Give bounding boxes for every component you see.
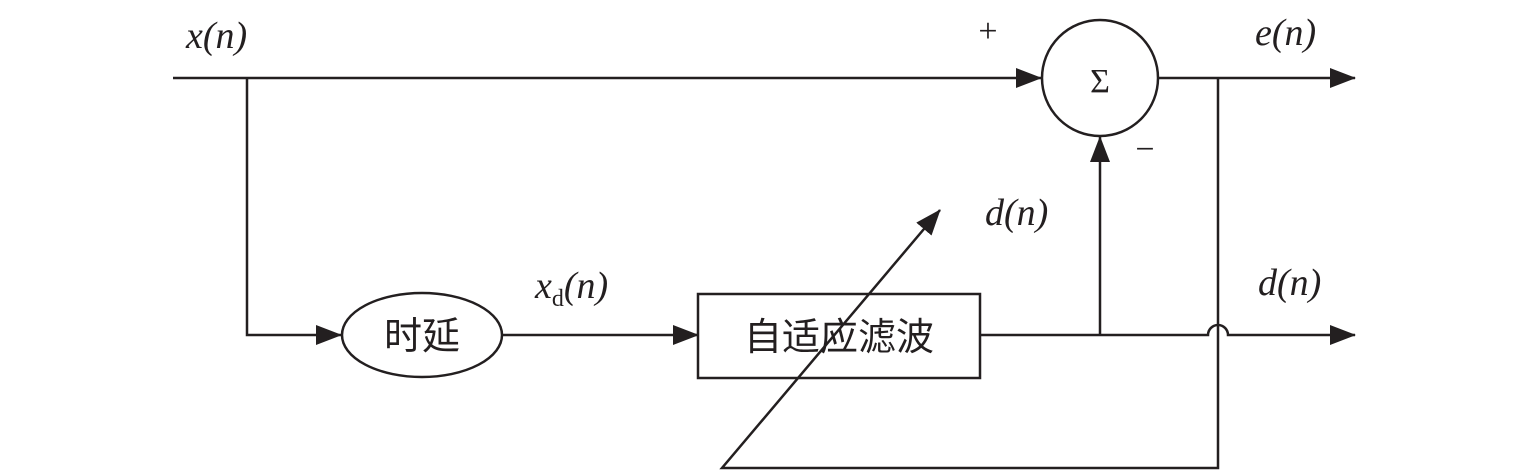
delayed-signal-label: xd(n) xyxy=(534,265,608,312)
filter-output-line xyxy=(980,323,1356,345)
error-label: e(n) xyxy=(1255,12,1316,54)
sum-symbol: Σ xyxy=(1090,63,1110,100)
input-label: x(n) xyxy=(185,15,247,57)
delay-label: 时延 xyxy=(384,314,460,358)
adaptive-filter-label: 自适应滤波 xyxy=(744,315,934,359)
filter-output-up-label: d(n) xyxy=(985,192,1048,234)
minus-sign: − xyxy=(1135,131,1154,168)
delay-branch-line xyxy=(245,78,342,345)
plus-sign: + xyxy=(978,13,997,50)
filter-output-right-label: d(n) xyxy=(1258,262,1321,304)
error-feedback-line xyxy=(719,78,1220,470)
